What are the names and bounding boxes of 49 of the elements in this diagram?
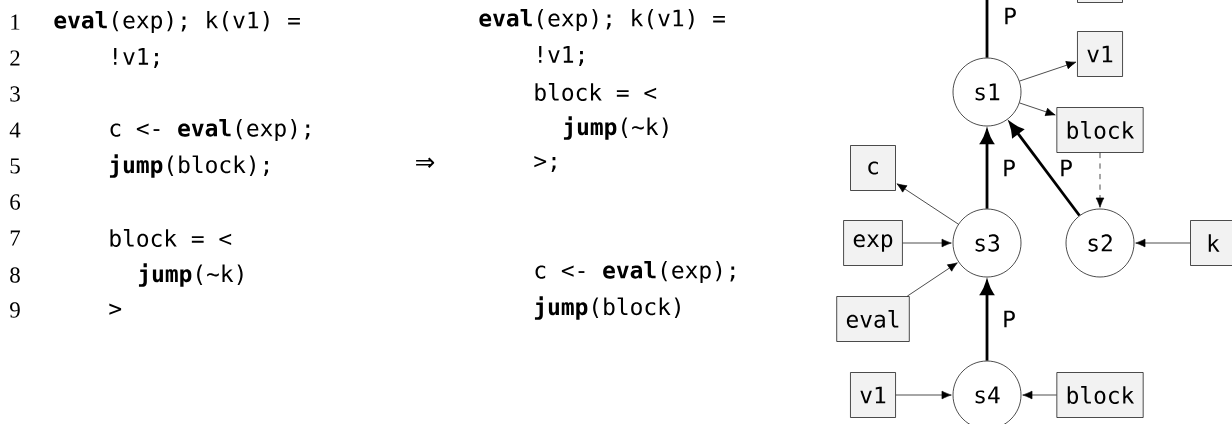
code-line: eval(exp); k(v1) = xyxy=(54,10,300,34)
arrow xyxy=(980,280,994,361)
code-line: !v1; xyxy=(114,48,158,68)
variable-box: k xyxy=(1190,220,1232,266)
variable-box: exp xyxy=(843,220,903,266)
edge-label: P xyxy=(1000,308,1018,330)
edge-label: P xyxy=(1057,157,1075,179)
line-number: 9 xyxy=(10,302,20,318)
variable-box: v1 xyxy=(850,372,896,418)
code-line: eval(exp); k(v1) = xyxy=(479,8,725,32)
arrow xyxy=(896,183,959,225)
code-line: >; xyxy=(534,156,556,172)
code-line: jump(~k) xyxy=(563,116,668,140)
code-line: jump(~k) xyxy=(138,263,243,287)
arrow xyxy=(906,262,958,297)
variable-box: block xyxy=(1056,107,1144,153)
arrow xyxy=(980,129,994,209)
code-line: block = < xyxy=(535,83,657,101)
code-line: jump(block); xyxy=(109,154,269,178)
line-number: 2 xyxy=(10,50,20,66)
line-number: 5 xyxy=(10,158,20,174)
variable-box: block xyxy=(1056,372,1144,418)
arrow xyxy=(902,238,952,248)
line-number: 4 xyxy=(9,122,21,138)
arrow xyxy=(1019,102,1056,116)
code-line: jump(block) xyxy=(534,296,680,320)
arrow xyxy=(1135,238,1191,248)
edge-label: P xyxy=(1000,157,1018,179)
variable-box: eval xyxy=(836,296,910,342)
arrow xyxy=(1009,122,1081,217)
code-line: > xyxy=(109,303,122,315)
code-line: block = < xyxy=(110,229,232,247)
code-line: c <- eval(exp); xyxy=(535,260,735,284)
edge-label: P xyxy=(1001,5,1019,27)
transform-arrow: ⇒ xyxy=(416,157,435,169)
arrow xyxy=(1019,61,1077,82)
line-number: 1 xyxy=(11,14,20,30)
arrow xyxy=(1095,152,1105,208)
arrow xyxy=(1022,390,1057,400)
code-line: !v1; xyxy=(539,46,583,66)
variable-box: c xyxy=(850,145,896,191)
line-number: 7 xyxy=(10,230,21,246)
code-line: c <- eval(exp); xyxy=(110,118,310,142)
arrow xyxy=(895,390,952,400)
line-number: 6 xyxy=(10,194,21,210)
variable-box xyxy=(1077,0,1123,3)
line-number: 8 xyxy=(10,267,20,283)
variable-box: v1 xyxy=(1077,31,1123,77)
line-number: 3 xyxy=(10,86,20,102)
